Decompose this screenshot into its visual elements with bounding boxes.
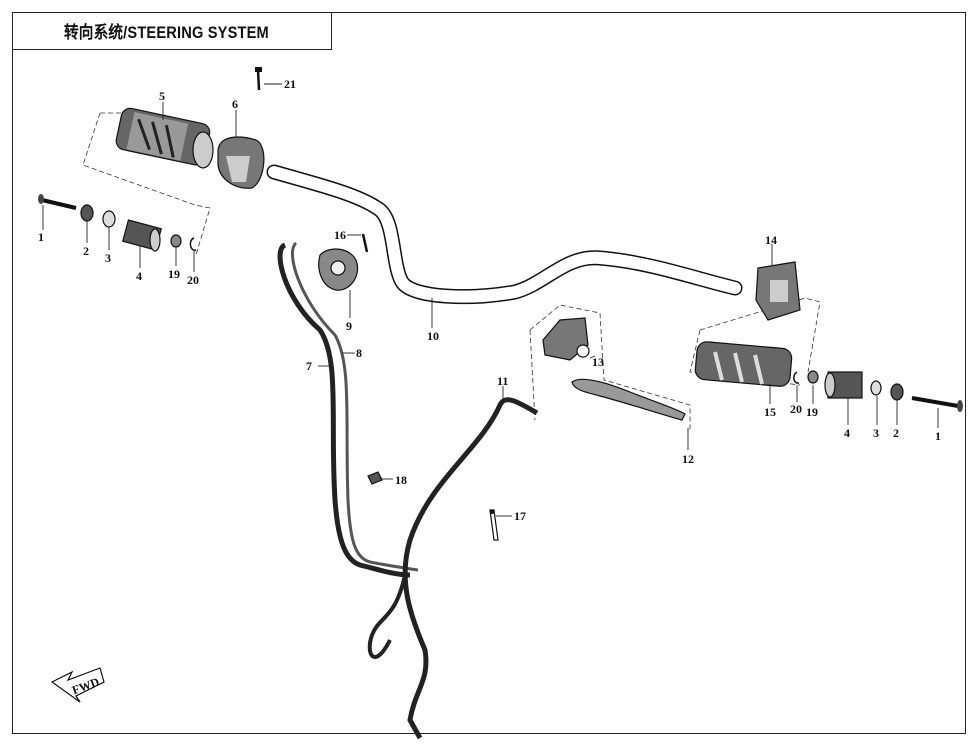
cable-8 bbox=[291, 241, 419, 572]
throttle-grip bbox=[115, 107, 214, 169]
throttle-housing bbox=[217, 136, 265, 189]
strap-17 bbox=[489, 509, 499, 541]
callout-16: 16 bbox=[334, 228, 346, 242]
washer-3-right bbox=[870, 380, 882, 396]
fwd-arrow: FWD bbox=[50, 667, 105, 703]
callout-8: 8 bbox=[356, 346, 362, 360]
leader-lines bbox=[42, 83, 939, 517]
bolt-21 bbox=[255, 67, 262, 91]
bar-end-4-left bbox=[121, 219, 163, 252]
callout-2-left: 2 bbox=[83, 244, 89, 258]
nut-2-left bbox=[80, 204, 94, 222]
callout-1-right: 1 bbox=[935, 429, 941, 443]
callout-18: 18 bbox=[395, 473, 407, 487]
lever-bracket-13 bbox=[542, 317, 590, 361]
cable-11 bbox=[402, 397, 539, 740]
bolt-1-right bbox=[911, 396, 963, 412]
callout-19-left: 19 bbox=[168, 267, 180, 281]
right-group-outline bbox=[689, 297, 821, 386]
switch-housing-9 bbox=[318, 248, 359, 291]
callout-20-right: 20 bbox=[790, 402, 802, 416]
callout-4-left: 4 bbox=[136, 269, 142, 283]
lever-12 bbox=[571, 378, 686, 421]
callout-19-right: 19 bbox=[806, 405, 818, 419]
callout-3-right: 3 bbox=[873, 426, 879, 440]
callout-13: 13 bbox=[592, 355, 604, 369]
callout-9: 9 bbox=[346, 319, 352, 333]
callout-7: 7 bbox=[306, 359, 312, 373]
pin-16 bbox=[361, 233, 369, 253]
callout-11: 11 bbox=[497, 374, 508, 388]
callout-14: 14 bbox=[765, 233, 777, 247]
callout-4-right: 4 bbox=[844, 426, 850, 440]
callout-20-left: 20 bbox=[187, 273, 199, 287]
spacer-19-right bbox=[807, 370, 819, 384]
page-title: 转向系统/STEERING SYSTEM bbox=[64, 23, 269, 42]
callout-2-right: 2 bbox=[893, 426, 899, 440]
callout-6: 6 bbox=[232, 97, 238, 111]
diagram-frame bbox=[12, 12, 966, 734]
clip-18 bbox=[367, 471, 383, 485]
callout-10: 10 bbox=[427, 329, 439, 343]
callout-15: 15 bbox=[764, 405, 776, 419]
clip-20-right bbox=[793, 371, 800, 384]
bar-end-4-right bbox=[824, 371, 863, 399]
bolt-1-left bbox=[38, 194, 77, 210]
washer-3-left bbox=[102, 210, 116, 228]
title-box: 转向系统/STEERING SYSTEM bbox=[12, 12, 332, 50]
lever-group-outline bbox=[529, 304, 691, 432]
callout-labels: 1 2 3 4 19 20 5 6 21 16 9 10 7 8 11 13 1… bbox=[38, 77, 941, 523]
callout-21: 21 bbox=[284, 77, 296, 91]
left-group-outline bbox=[82, 112, 211, 256]
callout-1-left: 1 bbox=[38, 230, 44, 244]
nut-2-right bbox=[890, 383, 904, 401]
callout-17: 17 bbox=[514, 509, 526, 523]
spacer-19-left bbox=[170, 234, 182, 248]
cable-7 bbox=[277, 242, 411, 578]
switch-14 bbox=[755, 261, 801, 321]
callout-5: 5 bbox=[159, 89, 165, 103]
callout-12: 12 bbox=[682, 452, 694, 466]
grip-15 bbox=[694, 341, 793, 387]
callout-3-left: 3 bbox=[105, 251, 111, 265]
clip-20-left bbox=[189, 237, 197, 251]
